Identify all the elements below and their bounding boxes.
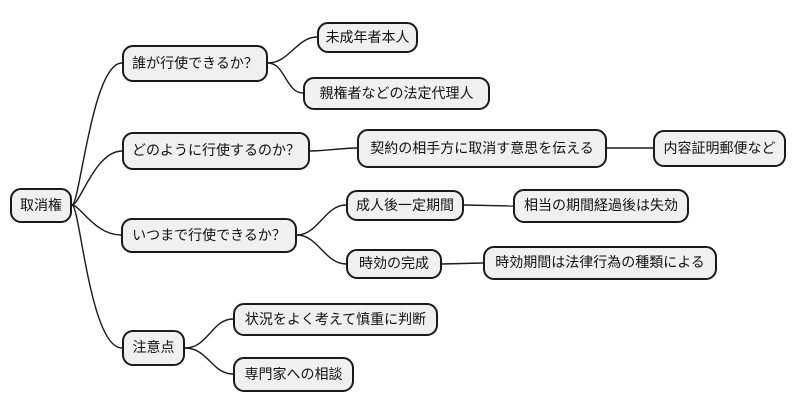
node-consult-expert: 専門家への相談 — [233, 357, 354, 392]
connector-who-guardian — [267, 62, 304, 94]
connector-root-who — [71, 62, 123, 206]
node-prescription-depends-on-type: 時効期間は法律行為の種類による — [483, 246, 717, 280]
node-how-to-exercise: どのように行使するのか？ — [122, 132, 310, 170]
connector-caution-expert — [184, 347, 234, 375]
connector-prescription-type — [441, 262, 484, 265]
node-who-can-exercise: 誰が行使できるか？ — [122, 45, 268, 82]
node-expires-after-period: 相当の期間経過後は失効 — [513, 189, 689, 223]
node-period-after-adulthood: 成人後一定期間 — [346, 190, 464, 221]
node-judge-carefully: 状況をよく考えて慎重に判断 — [233, 303, 438, 336]
node-until-when: いつまで行使できるか？ — [121, 218, 297, 253]
node-minor-themselves: 未成年者本人 — [317, 22, 418, 53]
connector-root-until — [71, 204, 122, 236]
connector-root-how — [71, 150, 123, 206]
node-prescription-complete: 時効の完成 — [346, 249, 442, 279]
node-certified-mail: 内容証明郵便など — [653, 130, 786, 167]
connector-how-notify — [309, 147, 358, 152]
node-root: 取消権 — [10, 188, 72, 223]
connector-period-expire — [463, 204, 514, 207]
connector-root-caution — [71, 204, 123, 349]
connector-until-prescription — [296, 234, 347, 265]
connector-caution-judge — [184, 318, 234, 349]
node-legal-representative: 親権者などの法定代理人 — [303, 77, 490, 110]
node-caution: 注意点 — [122, 330, 185, 366]
connector-who-minor — [267, 36, 318, 64]
connector-until-period — [296, 204, 347, 236]
node-notify-counterparty: 契約の相手方に取消す意思を伝える — [357, 129, 607, 168]
